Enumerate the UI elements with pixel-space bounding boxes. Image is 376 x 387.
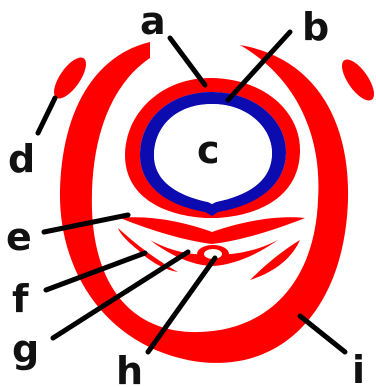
leader-b bbox=[225, 29, 293, 103]
leader-i bbox=[297, 313, 348, 355]
label-h: h bbox=[116, 349, 143, 387]
band-e bbox=[120, 217, 305, 244]
band-right-lower bbox=[250, 240, 300, 280]
label-c: c bbox=[197, 128, 220, 172]
leader-f bbox=[43, 250, 148, 293]
label-f: f bbox=[12, 277, 29, 321]
leader-h bbox=[145, 255, 218, 355]
label-a: a bbox=[140, 0, 166, 43]
label-d: d bbox=[8, 137, 35, 181]
side-blob-right bbox=[341, 59, 375, 101]
label-b: b bbox=[302, 5, 329, 49]
side-blob-d-left bbox=[53, 57, 87, 99]
label-i: i bbox=[352, 348, 365, 387]
leader-a bbox=[167, 35, 208, 88]
leader-e bbox=[41, 212, 131, 235]
structure-h-center bbox=[204, 249, 222, 259]
leader-d bbox=[35, 95, 58, 136]
label-g: g bbox=[12, 327, 39, 371]
leader-g bbox=[50, 249, 191, 341]
cavity-c bbox=[154, 104, 272, 204]
label-e: e bbox=[6, 215, 32, 259]
